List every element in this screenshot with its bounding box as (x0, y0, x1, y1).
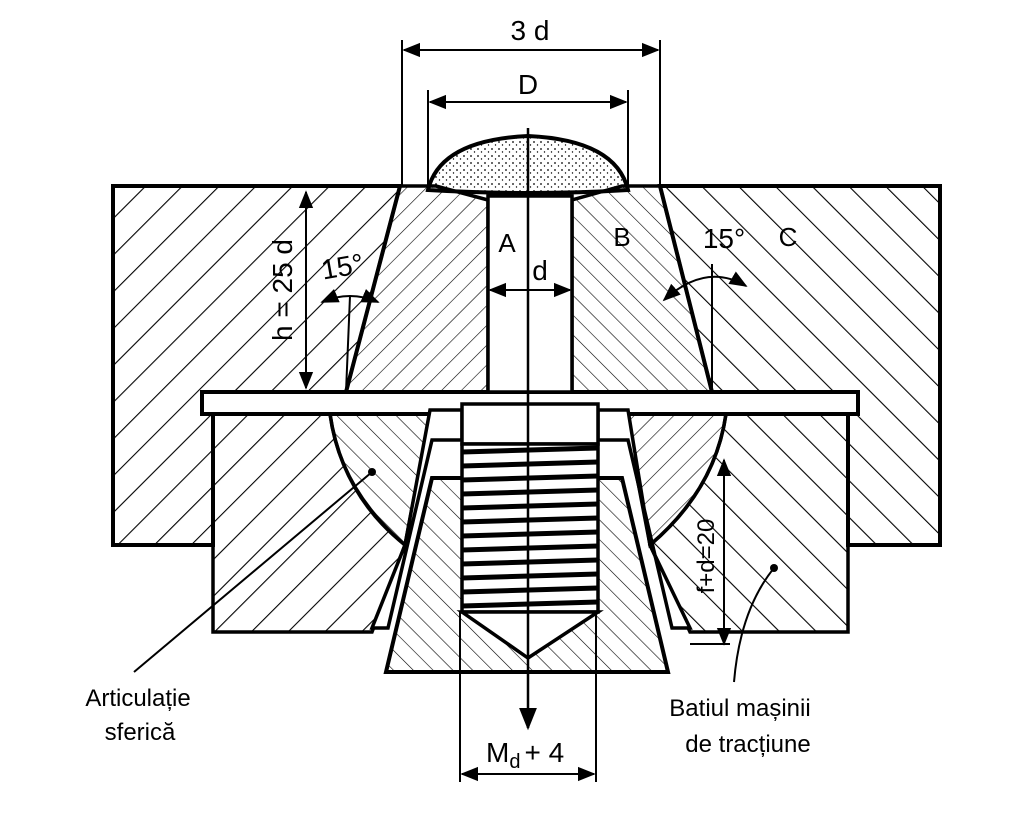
point-b-label: B (613, 222, 630, 252)
spherical-joint-line2: sferică (105, 719, 176, 746)
dimension-bottom-width (459, 612, 597, 782)
angle-left-label: 15° (319, 248, 366, 286)
conical-bushing (343, 184, 715, 394)
head-diameter-label: D (518, 69, 538, 100)
dimension-head-diameter (427, 90, 629, 186)
bottom-width-suffix: + 4 (524, 737, 564, 768)
overall-width-label: 3 d (511, 15, 550, 46)
leader-spherical-joint (133, 471, 373, 673)
bottom-width-subscript: d (509, 751, 520, 773)
angle-right-label: 15° (703, 223, 745, 254)
spherical-joint-line1: Articulație (85, 685, 190, 712)
angle-arc-right (662, 271, 748, 302)
dimension-overall-width (401, 40, 661, 186)
height-label: h = 25 d (267, 239, 298, 341)
machine-frame-line1: Batiul mașinii (669, 695, 810, 722)
point-c-label: C (779, 222, 798, 252)
bottom-width-label: Md+ 4 (486, 737, 564, 773)
point-a-label: A (498, 228, 516, 258)
bottom-width-prefix: M (486, 737, 509, 768)
leader-machine-frame (733, 567, 775, 683)
depth-label: f+d=20 (693, 519, 720, 594)
thread-lines (461, 445, 599, 609)
machine-frame-line2: de tracțiune (685, 731, 810, 758)
shank-diameter-label: d (532, 255, 548, 286)
